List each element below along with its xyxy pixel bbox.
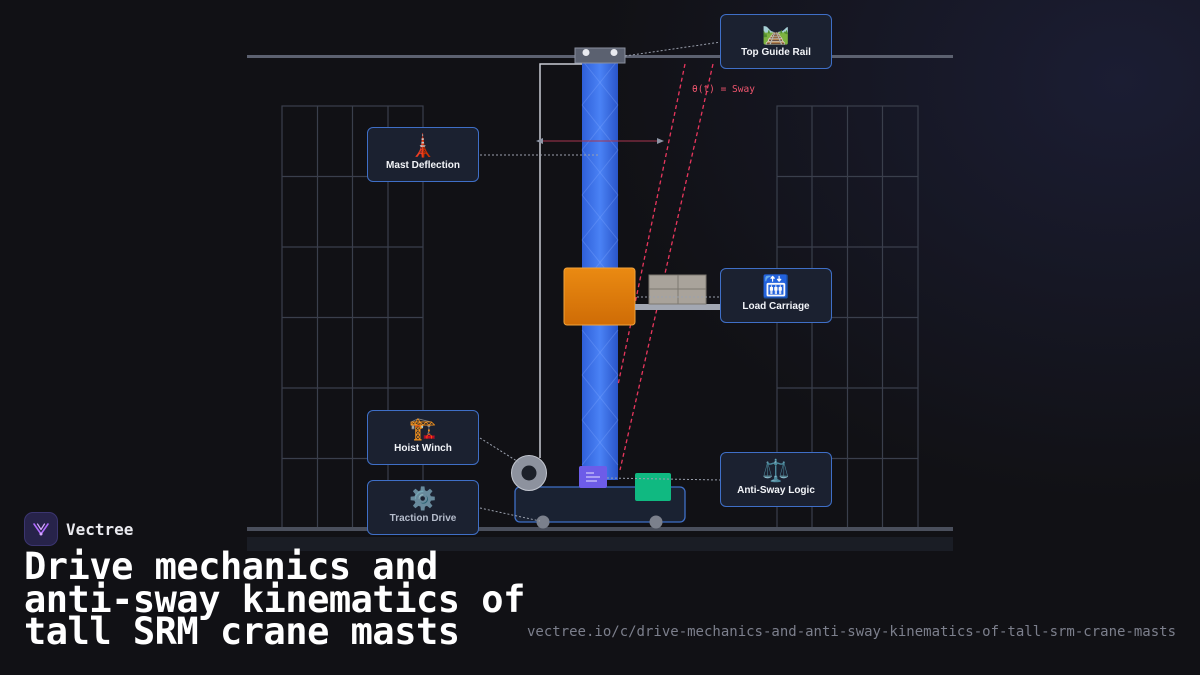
card-label: Hoist Winch	[394, 443, 452, 454]
gear-icon: ⚙️	[409, 487, 437, 512]
card-label: Load Carriage	[742, 301, 810, 312]
elevator-icon: 🛗	[762, 275, 790, 300]
sway-lines	[617, 63, 714, 471]
anti-sway-controller	[635, 473, 671, 501]
card-load-carriage: 🛗 Load Carriage	[720, 268, 832, 323]
deflection-arrow	[536, 138, 664, 144]
hoist-winch-drum	[511, 455, 547, 491]
sway-label: θ(t) = Sway	[692, 84, 755, 95]
card-anti-sway-logic: ⚖️ Anti-Sway Logic	[720, 452, 832, 507]
page-title: Drive mechanics and anti-sway kinematics…	[24, 545, 525, 653]
card-label: Top Guide Rail	[741, 47, 811, 58]
fork-platform	[635, 304, 723, 310]
card-label: Mast Deflection	[386, 160, 460, 171]
card-label: Anti-Sway Logic	[737, 485, 815, 496]
load-carriage-block	[563, 267, 636, 326]
card-traction-drive: ⚙️ Traction Drive	[367, 480, 479, 535]
brand-name: Vectree	[66, 519, 134, 539]
tower-icon: 🗼	[409, 134, 437, 159]
sensor-module	[579, 466, 607, 488]
balance-scale-icon: ⚖️	[762, 459, 790, 484]
vectree-logo-icon	[24, 512, 58, 546]
page-url[interactable]: vectree.io/c/drive-mechanics-and-anti-sw…	[526, 624, 1176, 640]
card-label: Traction Drive	[389, 513, 457, 524]
load-box	[648, 274, 707, 305]
floor-strip	[247, 537, 953, 551]
brand: Vectree	[24, 512, 133, 546]
card-top-guide-rail: 🛤️ Top Guide Rail	[720, 14, 832, 69]
card-mast-deflection: 🗼 Mast Deflection	[367, 127, 479, 182]
hoist-cable	[539, 63, 587, 458]
floor-rail	[247, 527, 953, 531]
card-hoist-winch: 🏗️ Hoist Winch	[367, 410, 479, 465]
crane-icon: 🏗️	[409, 417, 437, 442]
railway-track-icon: 🛤️	[762, 21, 790, 46]
mast-top-guide	[574, 47, 626, 64]
connectors	[479, 41, 722, 522]
